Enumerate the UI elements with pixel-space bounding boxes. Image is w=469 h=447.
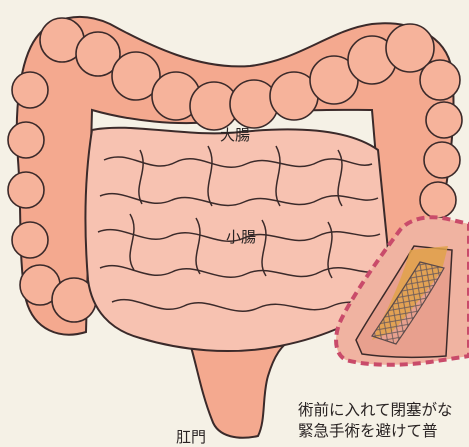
large-intestine-label: 大腸 — [220, 124, 250, 145]
caption-line-2: 緊急手術を避けて普 — [298, 421, 469, 442]
anus-label: 肛門 — [176, 426, 206, 447]
caption-line-1: 術前に入れて閉塞がな — [298, 400, 469, 421]
caption-text: 術前に入れて閉塞がな 緊急手術を避けて普 — [298, 400, 469, 442]
small-intestine-label: 小腸 — [226, 226, 256, 247]
